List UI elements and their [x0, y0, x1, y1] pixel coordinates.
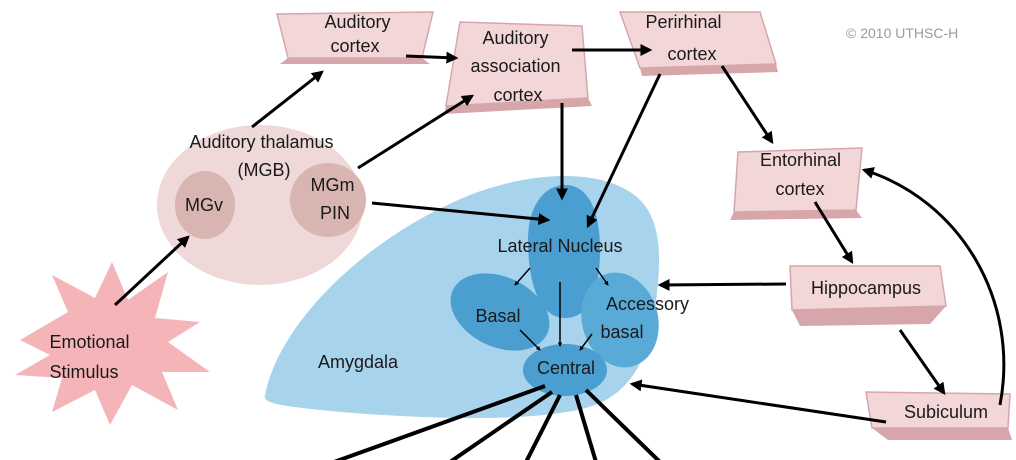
- amygdala-label: Amygdala: [318, 352, 399, 372]
- arrow-perirhinal-to-entorhinal: [722, 66, 772, 142]
- basal-label: Basal: [475, 306, 520, 326]
- arrow-hippocampus-to-subiculum: [900, 330, 944, 393]
- arrow-auditory-cortex-to-association: [406, 56, 456, 58]
- central-label: Central: [537, 358, 595, 378]
- lateral-nucleus-label: Lateral Nucleus: [497, 236, 622, 256]
- arrow-mgm-to-association: [358, 96, 472, 168]
- copyright-text: © 2010 UTHSC-H: [846, 25, 958, 41]
- arrow-hippocampus-to-accessory-basal: [660, 284, 786, 285]
- hippocampus-label: Hippocampus: [811, 278, 921, 298]
- mgv-label: MGv: [185, 195, 223, 215]
- output-line-5: [586, 390, 660, 460]
- arrow-subiculum-to-central: [632, 384, 886, 422]
- subiculum-label: Subiculum: [904, 402, 988, 422]
- arrow-thalamus-to-auditory-cortex: [252, 72, 322, 127]
